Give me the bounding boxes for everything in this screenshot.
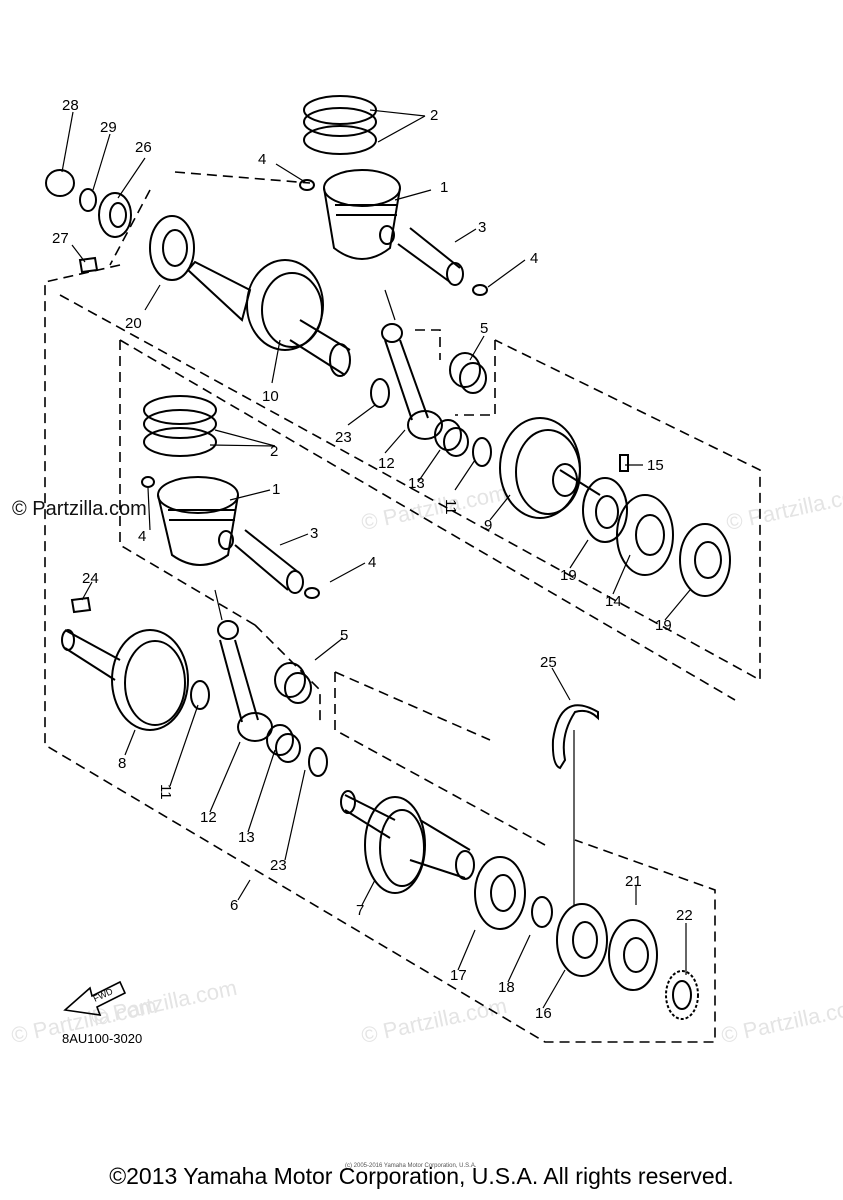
callout-4: 4 [258,151,266,168]
needle-bearing-13-upper [434,419,469,457]
callout-4: 4 [138,528,146,545]
piston-upper [323,169,401,260]
circlip-lower-left [141,476,155,488]
piston-rings-upper [303,95,377,155]
callout-6: 6 [230,897,238,914]
callout-22: 22 [676,907,693,924]
callout-14: 14 [605,593,622,610]
needle-bearing-13-lower [266,724,301,763]
conrod-lower [217,620,273,742]
bearing-20 [149,215,195,281]
callout-10: 10 [262,388,279,405]
callout-23: 23 [335,429,352,446]
diagram-code: 8AU100-3020 [62,1031,143,1046]
callout-3: 3 [310,525,318,542]
circlip-lower-right [304,587,320,599]
bearing-17 [474,856,526,930]
callout-27: 27 [52,230,69,247]
labyrinth-seal-14 [616,494,674,576]
washer-18 [531,896,553,928]
callout-12: 12 [378,455,395,472]
callout-1: 1 [440,179,448,196]
callout-24: 24 [82,570,99,587]
pin-15 [619,454,629,472]
callout-9: 9 [484,517,492,534]
piston-lower [157,476,239,566]
washer-23-lower [308,747,328,777]
conrod-upper [381,323,443,440]
needle-bearing-lower [274,662,312,704]
callout-19: 19 [655,617,672,634]
nut-28 [45,169,75,197]
callout-16: 16 [535,1005,552,1022]
piston-pin-lower [234,529,304,594]
crank-center-9 [499,417,601,519]
callout-19: 19 [560,567,577,584]
key-27 [78,256,99,274]
group-outlines [44,171,761,1043]
callout-28: 28 [62,97,79,114]
callout-12: 12 [200,809,217,826]
callout-20: 20 [125,315,142,332]
sprocket-22 [665,970,699,1020]
callout-25: 25 [540,654,557,671]
callout-2: 2 [270,443,278,460]
washer-23-upper [370,378,390,408]
washer-11-upper [472,437,492,467]
callout-1: 1 [272,481,280,498]
callout-13: 13 [238,829,255,846]
circlip-upper-right [472,284,488,296]
callout-5: 5 [340,627,348,644]
circlip-25 [551,704,599,770]
callout-29: 29 [100,119,117,136]
callout-26: 26 [135,139,152,156]
washer-11-lower [190,680,210,710]
callout-4: 4 [368,554,376,571]
circlip-upper-left [299,179,315,191]
callouts: 2 4 1 3 4 5 28 29 26 27 20 10 23 12 13 1… [52,97,693,1022]
callout-21: 21 [625,873,642,890]
washer-29 [79,188,97,212]
callout-17: 17 [450,967,467,984]
piston-pin-upper [397,227,464,286]
bearing-19-left [582,477,628,543]
bearing-16 [556,903,608,977]
callout-2: 2 [430,107,438,124]
needle-bearing-upper [449,352,487,394]
key-24 [70,596,92,614]
crank-half-upper-left [186,259,351,377]
callout-5: 5 [480,320,488,337]
callout-4: 4 [530,250,538,267]
bearing-19-right [679,523,731,597]
crank-half-7 [340,790,475,894]
callout-7: 7 [356,902,364,919]
fwd-arrow-icon: FWD [63,980,127,1016]
callout-13: 13 [408,475,425,492]
fwd-label: FWD [92,986,115,1004]
callout-3: 3 [478,219,486,236]
crank-half-8 [61,629,189,731]
callout-11: 11 [157,784,174,800]
callout-15: 15 [647,457,664,474]
callout-11: 11 [442,499,459,515]
callout-8: 8 [118,755,126,772]
oil-seal-26 [98,192,132,238]
callout-23: 23 [270,857,287,874]
oil-seal-21 [608,919,658,991]
copyright-notice: ©2013 Yamaha Motor Corporation, U.S.A. A… [109,1163,734,1189]
small-copyright: (c) 2005-2016 Yamaha Motor Corporation, … [345,1163,477,1169]
callout-18: 18 [498,979,515,996]
piston-rings-lower [143,395,217,457]
